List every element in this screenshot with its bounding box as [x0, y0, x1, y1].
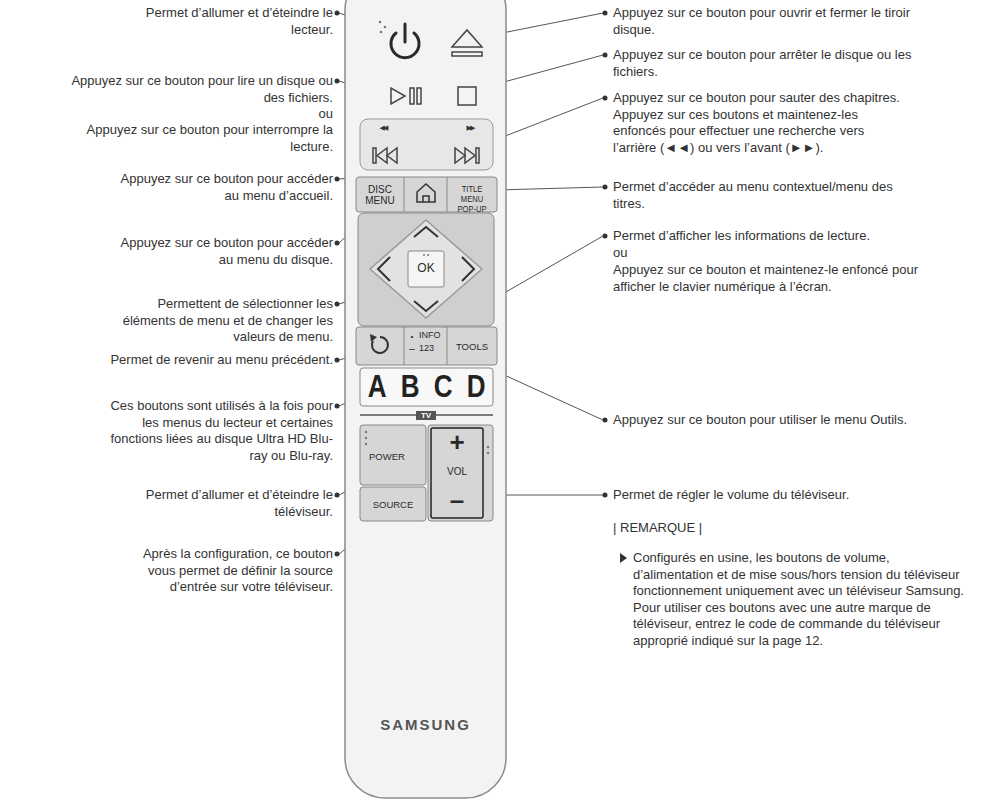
- callout-text: Permettent de sélectionner les éléments …: [103, 296, 333, 346]
- callout-text: Permet de régler le volume du téléviseur…: [613, 487, 943, 504]
- callout-text: Ces boutons sont utilisés à la fois pour…: [93, 398, 333, 464]
- button-label: SOURCE: [361, 499, 425, 510]
- key-letter: B: [394, 370, 426, 404]
- button-label: •: [407, 331, 417, 342]
- key-letter: D: [460, 370, 492, 404]
- callout-text: Appuyez sur ce bouton pour ouvrir et fer…: [613, 5, 913, 38]
- callout-text: ou: [253, 106, 333, 123]
- button-label: OK: [409, 262, 443, 275]
- button-label: –: [431, 486, 483, 514]
- callout-text: Permet de revenir au menu précédent.: [93, 352, 333, 369]
- brand-logo: SAMSUNG: [345, 716, 506, 733]
- callout-text: Permet d’allumer et d’éteindre le télévi…: [113, 487, 333, 520]
- callout-text: Appuyez sur ce bouton pour accéder au me…: [111, 235, 333, 268]
- callout-text: Appuyez sur ce bouton pour lire un disqu…: [65, 73, 333, 106]
- callout-text: Permet d’afficher les informations de le…: [613, 228, 933, 245]
- callout-text: Appuyez sur ce bouton pour accéder au me…: [111, 171, 333, 204]
- callout-text: Après la configuration, ce bouton vous p…: [113, 546, 333, 596]
- note-heading: | REMARQUE |: [613, 520, 813, 537]
- callout-text: Permet d’accéder au menu contextuel/menu…: [613, 179, 918, 212]
- button-label: INFO: [419, 330, 447, 341]
- callout-text: ou: [613, 245, 673, 262]
- callout-text: Appuyez sur ce bouton et maintenez-le en…: [613, 262, 918, 295]
- skip-symbol: ◀◀: [370, 124, 396, 132]
- button-label: –: [407, 343, 417, 354]
- callout-text: Appuyez sur ce bouton pour utiliser le m…: [613, 412, 913, 429]
- button-label: DISC MENU: [357, 184, 403, 206]
- button-label: VOL: [431, 466, 483, 477]
- callout-text: Appuyez sur ce bouton pour arrêter le di…: [613, 47, 913, 80]
- callout-text: Appuyez sur ce bouton pour sauter des ch…: [613, 90, 903, 156]
- button-label: TOOLS: [448, 341, 496, 352]
- tv-tag: TV: [416, 411, 436, 420]
- callout-text: Appuyez sur ce bouton pour interrompre l…: [65, 122, 333, 155]
- skip-symbol: ▶▶: [457, 124, 483, 132]
- callout-text: Permet d’allumer et d’éteindre le lecteu…: [113, 5, 333, 38]
- button-label: TITLE MENU POP-UP: [447, 184, 497, 214]
- note-text: Configurés en usine, les boutons de volu…: [633, 550, 968, 649]
- key-letter: C: [427, 370, 459, 404]
- button-label: +: [431, 428, 483, 456]
- key-letter: A: [361, 370, 393, 404]
- button-label: 123: [419, 343, 447, 354]
- button-label: POWER: [369, 451, 424, 462]
